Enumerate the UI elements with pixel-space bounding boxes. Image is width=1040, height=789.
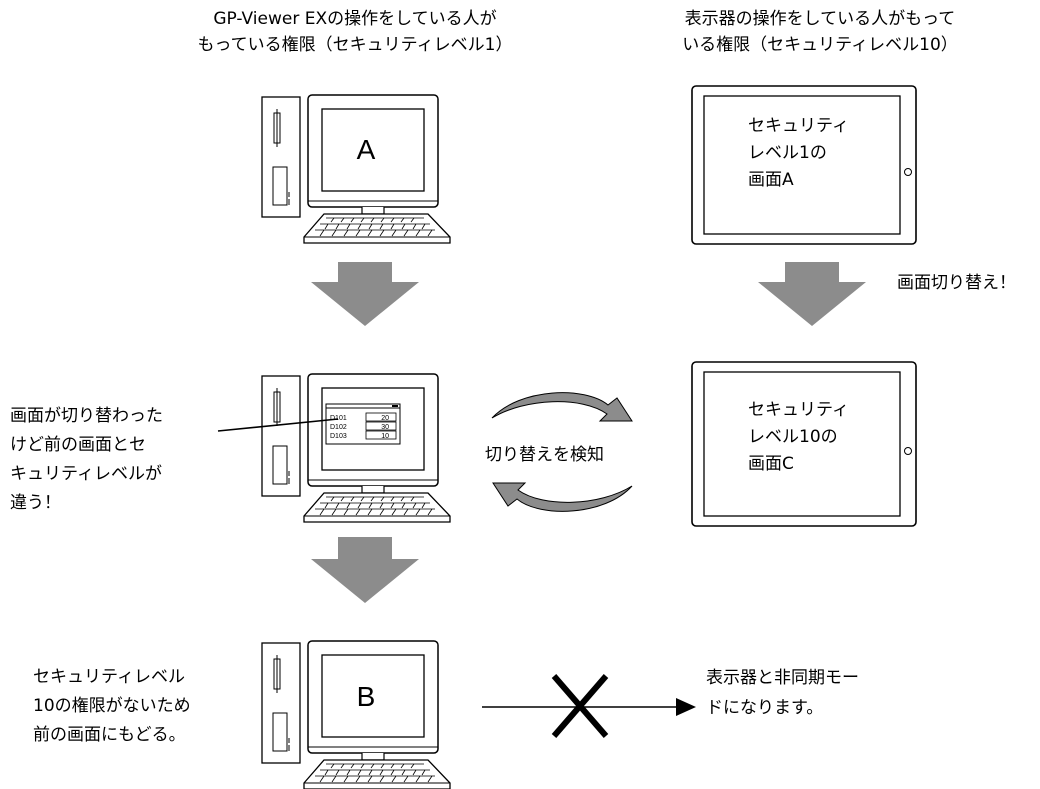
bottom-right-line1: 表示器と非同期モー	[706, 668, 859, 688]
down-arrow-1	[311, 262, 419, 326]
pc-top	[261, 94, 451, 244]
pc-middle-window: D101 D102 D103 20 30 10	[325, 403, 401, 445]
note-leader-line	[217, 418, 339, 432]
pc-bottom-screen-letter: B	[357, 681, 376, 712]
bottom-right-note: 表示器と非同期モー ドになります。	[706, 663, 859, 723]
left-note-line4: 違う！	[10, 493, 61, 513]
async-arrow-head	[676, 698, 696, 716]
display-bottom-text: セキュリティ レベル10の 画面C	[748, 397, 849, 478]
display-bottom-line3: 画面C	[748, 454, 794, 474]
header-left: GP-Viewer EXの操作をしている人が もっている権限（セキュリティレベル…	[150, 6, 560, 58]
display-bottom	[691, 361, 917, 527]
bottom-left-line3: 前の画面にもどる。	[33, 725, 186, 745]
left-note: 画面が切り替わった けど前の画面とセ キュリティレベルが 違う！	[10, 402, 163, 518]
display-top-line2: レベル1の	[748, 143, 827, 163]
table-address-3: D103	[330, 433, 347, 440]
header-left-line2: もっている権限（セキュリティレベル1）	[197, 35, 513, 55]
bottom-left-line1: セキュリティレベル	[33, 667, 185, 687]
header-right-line2: いる権限（セキュリティレベル10）	[682, 35, 958, 55]
header-left-line1: GP-Viewer EXの操作をしている人が	[213, 9, 497, 29]
display-top-line3: 画面A	[748, 170, 794, 190]
table-value-3: 10	[381, 433, 389, 440]
display-bottom-line1: セキュリティ	[748, 400, 849, 420]
bottom-left-line2: 10の権限がないため	[33, 696, 191, 716]
pc-middle	[261, 373, 451, 523]
left-note-line2: けど前の画面とセ	[10, 435, 146, 455]
display-top	[691, 85, 917, 245]
table-value-1: 20	[381, 415, 389, 422]
down-arrow-3	[311, 537, 419, 603]
cross-icon	[551, 674, 609, 738]
left-note-line1: 画面が切り替わった	[10, 406, 163, 426]
sync-arrows-icon	[491, 392, 633, 512]
screen-switch-label: 画面切り替え！	[897, 273, 1016, 293]
pc-top-screen-letter: A	[357, 134, 376, 165]
pc-bottom	[261, 640, 451, 789]
down-arrow-2	[758, 262, 866, 326]
display-top-text: セキュリティ レベル1の 画面A	[748, 113, 849, 194]
left-note-line3: キュリティレベルが	[10, 464, 162, 484]
table-value-2: 30	[381, 424, 389, 431]
bottom-right-line2: ドになります。	[706, 698, 824, 718]
detect-switch-label: 切り替えを検知	[485, 445, 604, 465]
header-right: 表示器の操作をしている人がもって いる権限（セキュリティレベル10）	[630, 6, 1010, 58]
table-address-1: D101	[330, 415, 347, 422]
display-top-line1: セキュリティ	[748, 116, 849, 136]
table-address-2: D102	[330, 424, 347, 431]
bottom-left-note: セキュリティレベル 10の権限がないため 前の画面にもどる。	[33, 663, 191, 750]
header-right-line1: 表示器の操作をしている人がもって	[684, 9, 956, 29]
display-bottom-line2: レベル10の	[748, 427, 838, 447]
